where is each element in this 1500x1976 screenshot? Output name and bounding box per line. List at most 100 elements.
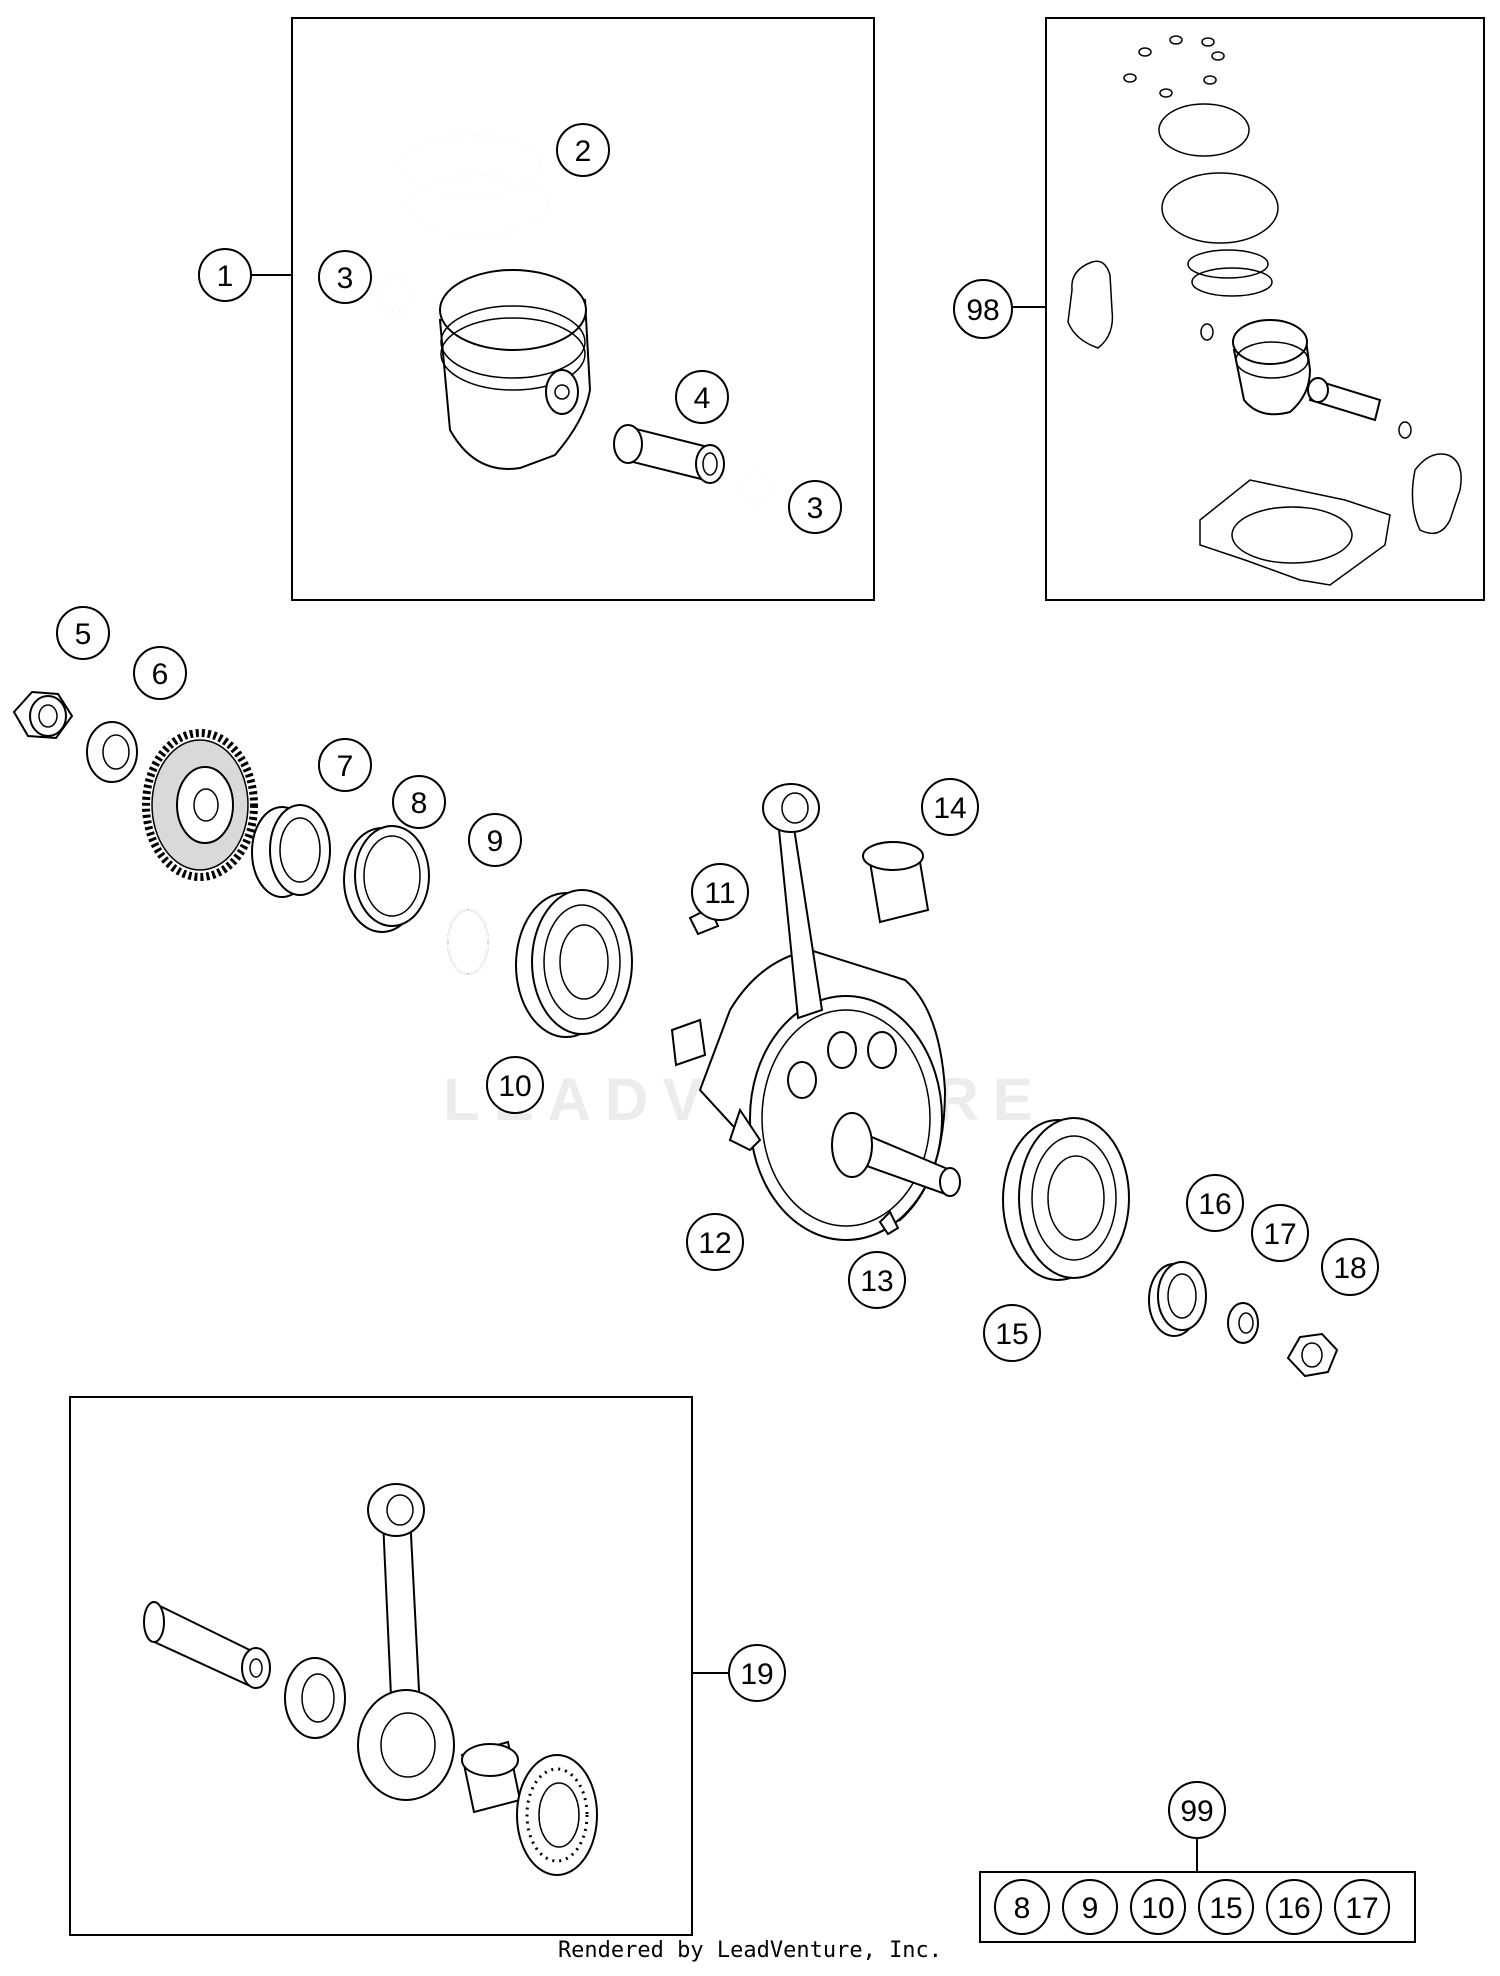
svg-text:2: 2 [575,135,592,168]
svg-text:11: 11 [704,877,735,910]
bearing-kit-item[interactable]: 16 [1266,1879,1322,1935]
bearing-kit-item[interactable]: 8 [994,1879,1050,1935]
bearing-kit-item-label: 16 [1277,1892,1310,1925]
seal-8 [343,825,430,933]
svg-text:12: 12 [698,1227,731,1260]
bearing-kit-item-label: 17 [1345,1892,1378,1925]
svg-text:4: 4 [694,382,711,415]
svg-text:5: 5 [75,618,92,651]
svg-text:10: 10 [498,1070,531,1103]
bearing-kit-item[interactable]: 10 [1130,1879,1186,1935]
callout-13[interactable]: 13 [848,1251,906,1309]
callout-10[interactable]: 10 [486,1056,544,1114]
base-gasket [1199,479,1391,586]
svg-text:15: 15 [995,1318,1028,1351]
ring-9 [447,909,489,975]
bearing-kit-item[interactable]: 15 [1198,1879,1254,1935]
callout-12[interactable]: 12 [686,1213,744,1271]
kit-conrod-19 [357,1483,455,1801]
callout-1[interactable]: 1 [198,248,252,302]
circlip-right [743,469,771,505]
svg-text:99: 99 [1180,1795,1213,1828]
svg-text:18: 18 [1333,1252,1366,1285]
piston-kit-frame [291,17,875,601]
callout-98[interactable]: 98 [953,279,1013,339]
washer-6 [86,721,138,783]
svg-text:7: 7 [337,750,354,783]
svg-text:9: 9 [487,825,504,858]
kit-pin-19 [143,1601,271,1689]
callout-17[interactable]: 17 [1251,1204,1309,1262]
callout-99[interactable]: 99 [1168,1781,1226,1839]
bearing-kit-item-label: 9 [1082,1892,1099,1925]
bearing-kit-item-label: 10 [1141,1892,1174,1925]
bearing-10 [515,889,633,1038]
callout-6[interactable]: 6 [133,646,187,700]
washer-17 [1227,1302,1259,1344]
bearing-kit-items: 8 9 10 15 16 17 [994,1879,1390,1935]
piston-ring-lower [407,174,549,236]
nut-18 [1286,1332,1339,1378]
callout-7[interactable]: 7 [318,738,372,792]
callout-16[interactable]: 16 [1186,1174,1244,1232]
connecting-rod [762,783,824,1020]
svg-text:19: 19 [740,1658,773,1691]
bushing-7 [251,804,331,898]
kit-clip-right [1398,421,1412,439]
callout-5[interactable]: 5 [56,606,110,660]
kit-bushing-19 [460,1740,522,1814]
bearing-kit-item[interactable]: 17 [1334,1879,1390,1935]
piston [438,269,592,470]
conrod-kit-frame [69,1396,693,1936]
bearing-kit-item-label: 15 [1209,1892,1242,1925]
svg-text:3: 3 [807,492,824,525]
left-cover-gasket [1067,260,1114,349]
cylinder-o-ring [1161,172,1279,244]
callout-9[interactable]: 9 [468,813,522,867]
circlip-left [380,278,412,314]
svg-text:98: 98 [966,294,999,327]
head-o-ring [1158,103,1250,157]
seal-16 [1148,1261,1207,1337]
right-cover-gasket [1411,453,1462,535]
kit-ring-1 [1187,249,1269,279]
gear [142,729,258,881]
nut-5 [12,690,74,740]
callout-4[interactable]: 4 [675,370,729,424]
svg-text:14: 14 [933,792,966,825]
callout-3b[interactable]: 3 [788,480,842,534]
bearing-15 [1002,1117,1130,1281]
bushing-14 [862,841,930,924]
bearing-kit-item[interactable]: 9 [1062,1879,1118,1935]
bearing-kit-item-label: 8 [1014,1892,1031,1925]
small-o-rings [1123,35,1225,98]
svg-text:16: 16 [1198,1188,1231,1221]
kit-bearing-cage-19 [516,1754,598,1876]
kit-washer-19 [284,1657,346,1739]
kit-clip [1200,323,1214,341]
piston-ring-upper [399,134,541,196]
svg-text:1: 1 [217,260,234,293]
svg-text:17: 17 [1263,1218,1296,1251]
svg-text:13: 13 [860,1265,893,1298]
piston-pin [613,424,725,484]
kit-ring-2 [1191,267,1273,297]
kit-piston [1232,319,1312,416]
callout-2[interactable]: 2 [556,123,610,177]
callout-11[interactable]: 11 [691,863,749,921]
crankshaft-12 [670,948,961,1241]
callout-3a[interactable]: 3 [318,250,372,304]
footer-credit: Rendered by LeadVenture, Inc. [557,1938,943,1963]
callout-14[interactable]: 14 [921,778,979,836]
callout-18[interactable]: 18 [1321,1238,1379,1296]
gasket-set-frame [1045,17,1485,601]
callout-15[interactable]: 15 [983,1304,1041,1362]
svg-text:3: 3 [337,262,354,295]
callout-19[interactable]: 19 [728,1644,786,1702]
svg-text:8: 8 [411,787,428,820]
callout-8[interactable]: 8 [392,775,446,829]
svg-text:6: 6 [152,658,169,691]
key-13 [878,1210,900,1236]
bearing-kit-frame [979,1871,1416,1943]
